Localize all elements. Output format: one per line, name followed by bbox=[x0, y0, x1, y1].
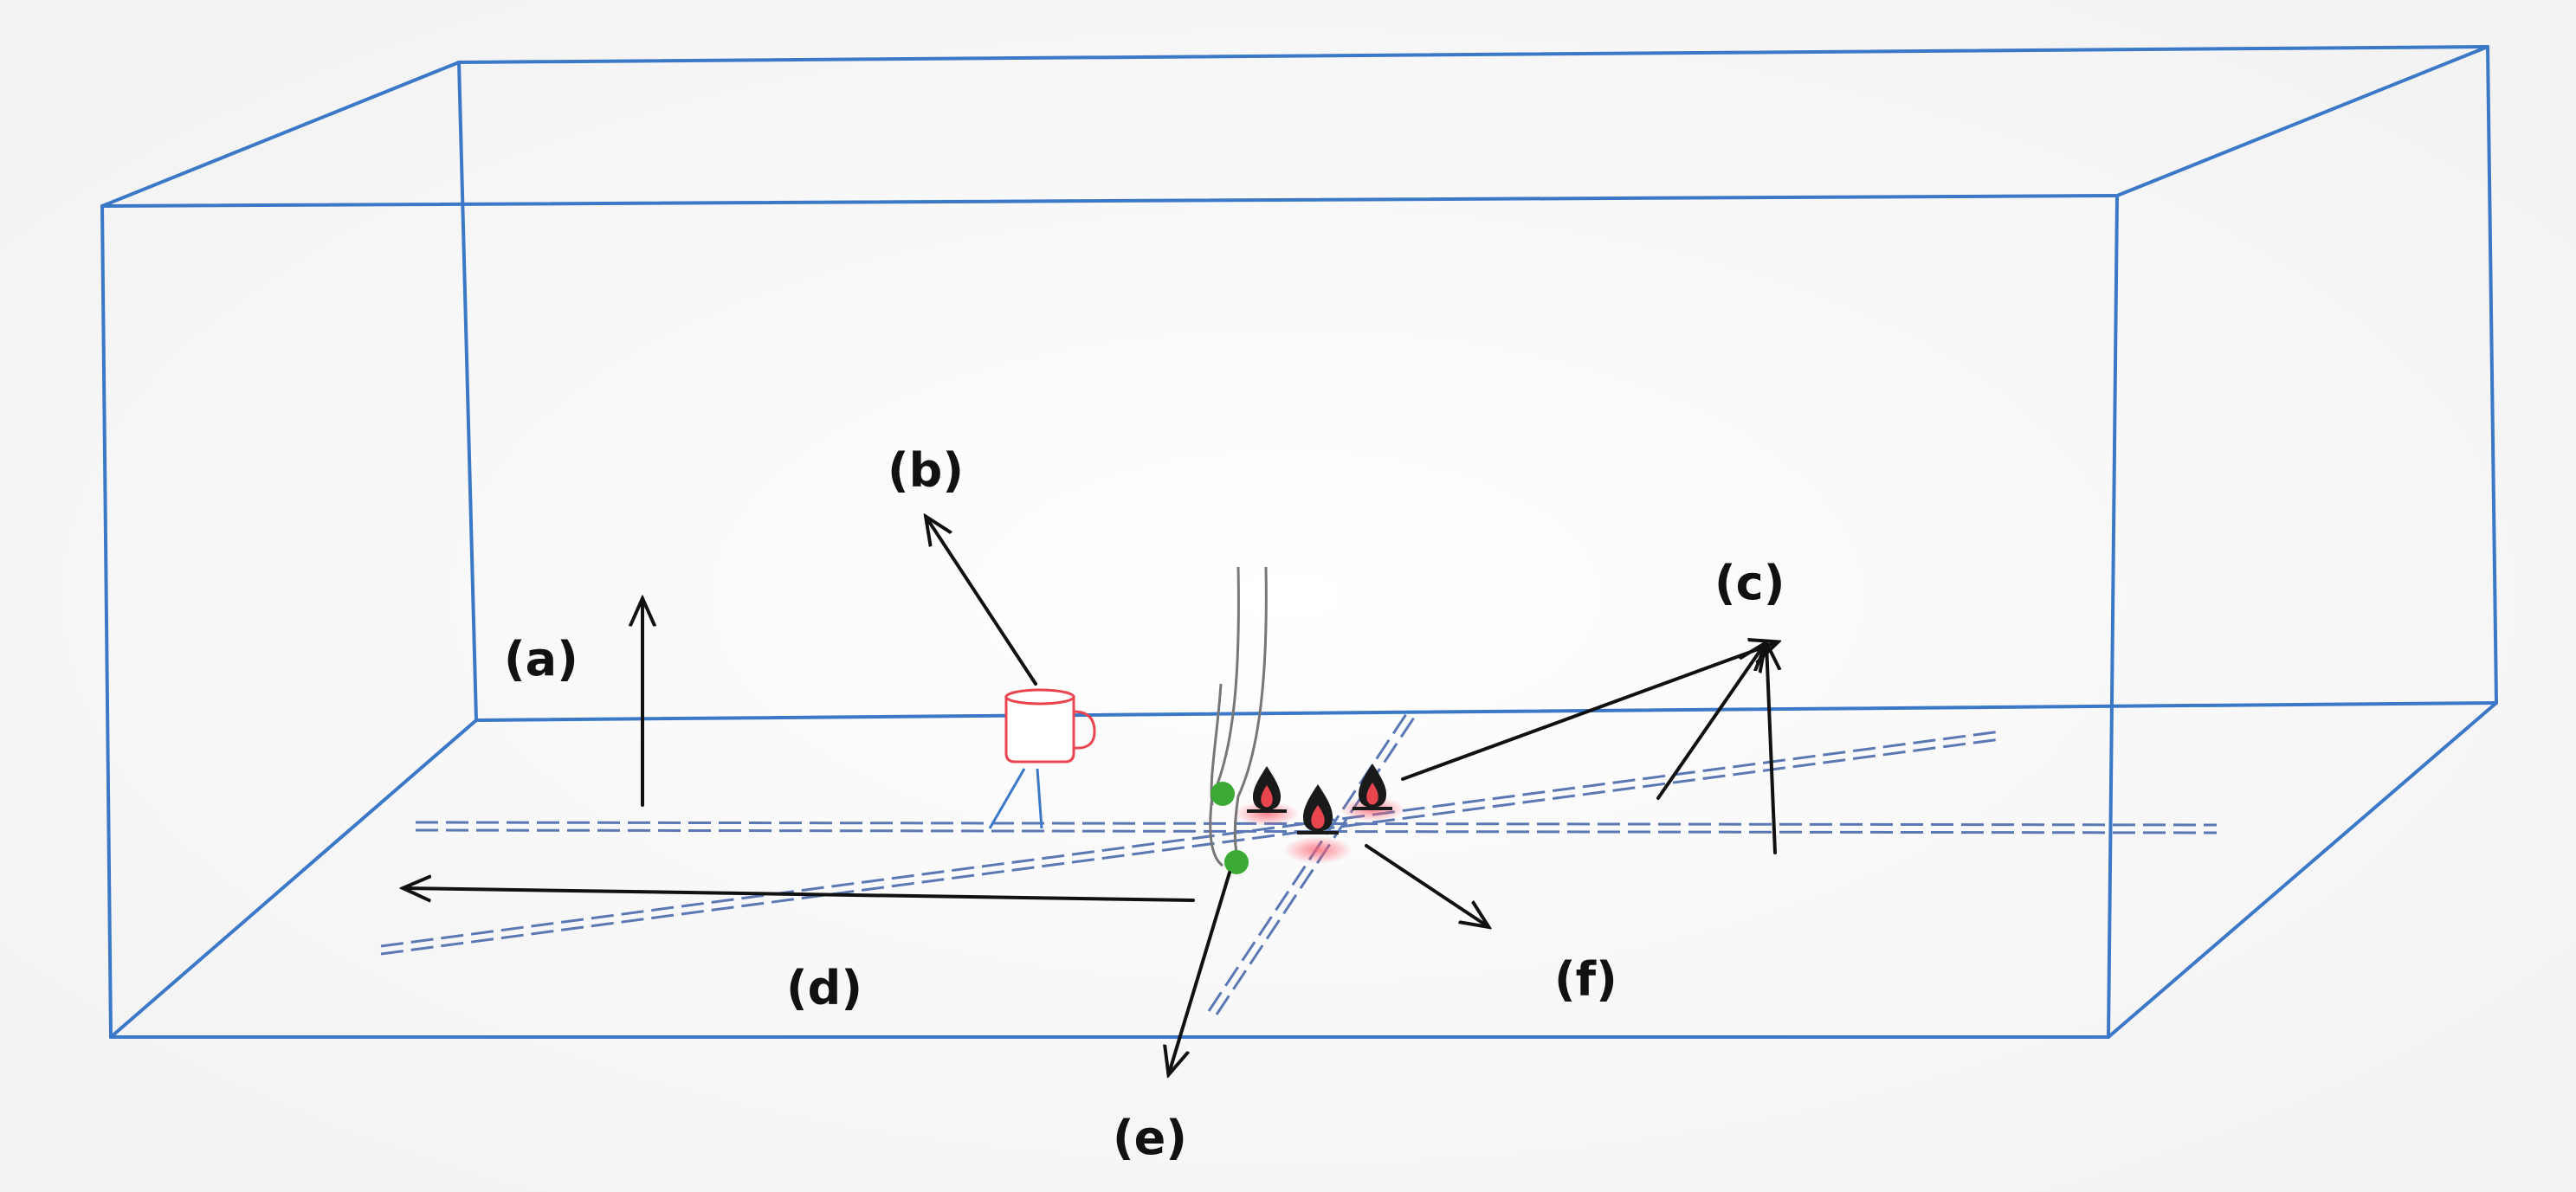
flame-icon bbox=[1353, 764, 1392, 810]
tube-left bbox=[1209, 566, 1240, 867]
front-left-edge bbox=[100, 204, 113, 1039]
flame-glow bbox=[1283, 836, 1353, 864]
cup-body bbox=[1004, 695, 1075, 764]
label-d: (d) bbox=[786, 961, 862, 1015]
cup-icon bbox=[988, 688, 1096, 829]
label-e: (e) bbox=[1113, 1111, 1187, 1165]
back-right-edge bbox=[2486, 45, 2498, 705]
arrow-icon bbox=[926, 518, 1037, 686]
front-top-edge bbox=[100, 194, 2119, 208]
back-left-edge bbox=[457, 61, 478, 722]
cup-stand-left bbox=[988, 768, 1026, 829]
label-c: (c) bbox=[1714, 556, 1785, 610]
sensor-dot-icon bbox=[1211, 782, 1235, 806]
arrow-icon bbox=[1656, 644, 1765, 800]
bottom-left-connector bbox=[109, 718, 478, 1039]
cup-stand-right bbox=[1036, 768, 1043, 829]
arrow-icon bbox=[404, 888, 1195, 900]
labels: (a) (b) (c) (d) (e) (f) bbox=[504, 443, 1785, 1165]
tube-right bbox=[1233, 566, 1268, 865]
sensor-dot-icon bbox=[1224, 850, 1249, 874]
cup-rim bbox=[1004, 688, 1075, 706]
front-right-edge bbox=[2107, 194, 2119, 1039]
flame-icon bbox=[1297, 784, 1339, 834]
bottom-right-connector bbox=[2107, 701, 2498, 1039]
cup-handle bbox=[1073, 710, 1096, 750]
arrow-icon bbox=[1766, 644, 1775, 854]
arrow-icon bbox=[1401, 642, 1777, 781]
arrow-icon bbox=[1169, 871, 1231, 1073]
arrow-icon bbox=[1365, 844, 1488, 926]
arrows bbox=[404, 518, 1777, 1073]
back-top-edge bbox=[457, 45, 2489, 64]
top-left-connector bbox=[100, 61, 461, 208]
enclosure-box bbox=[100, 45, 2498, 1039]
label-f: (f) bbox=[1554, 952, 1617, 1007]
label-b: (b) bbox=[888, 443, 964, 498]
fire-sources bbox=[1234, 764, 1405, 864]
back-bottom-edge bbox=[475, 701, 2498, 722]
flame-glow bbox=[1234, 802, 1300, 826]
top-right-connector bbox=[2115, 45, 2489, 197]
label-a: (a) bbox=[504, 632, 578, 686]
flame-icon bbox=[1247, 766, 1287, 813]
